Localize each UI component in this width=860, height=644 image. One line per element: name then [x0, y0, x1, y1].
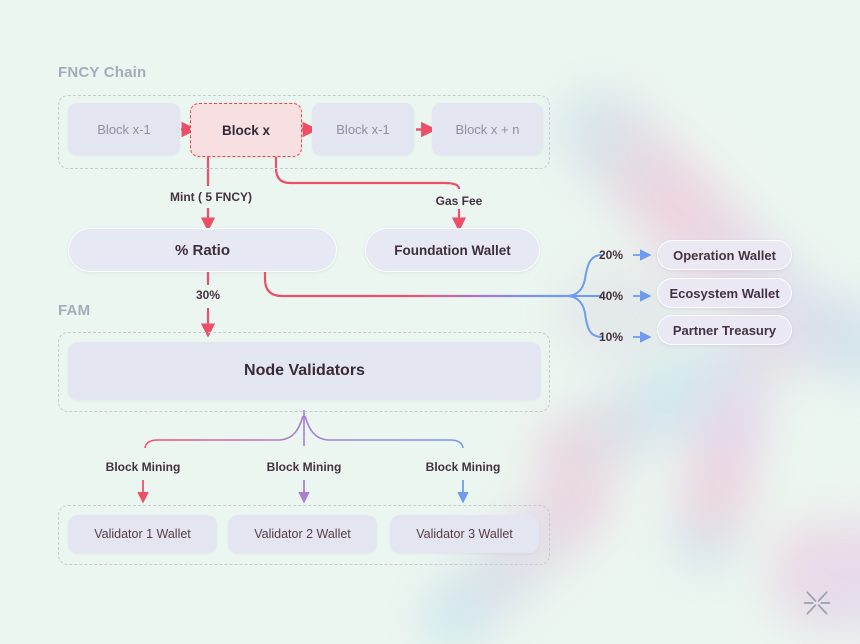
- validator-share-label: 30%: [195, 288, 221, 302]
- ratio-node: % Ratio: [68, 228, 337, 272]
- block-x-minus-1: Block x-1: [68, 103, 180, 155]
- validator-3-wallet-node: Validator 3 Wallet: [390, 515, 539, 553]
- fncy-logo-icon: [803, 591, 831, 615]
- gas-fee-label: Gas Fee: [435, 194, 483, 208]
- distribution-percent-40: 40%: [598, 289, 624, 303]
- validators-container: [58, 505, 550, 565]
- validator-2-wallet-node: Validator 2 Wallet: [228, 515, 377, 553]
- block-x-plus-n: Block x + n: [432, 103, 543, 155]
- distribution-percent-20: 20%: [598, 248, 624, 262]
- block-mining-label-2: Block Mining: [266, 460, 342, 474]
- node-validators-node: Node Validators: [68, 342, 541, 400]
- mint-label: Mint ( 5 FNCY): [170, 190, 252, 204]
- fam-section-title: FAM: [58, 302, 91, 319]
- block-mining-label-1: Block Mining: [105, 460, 181, 474]
- distribution-percent-10: 10%: [598, 330, 624, 344]
- partner-treasury-node: Partner Treasury: [657, 315, 792, 345]
- foundation-wallet-node: Foundation Wallet: [365, 228, 540, 272]
- block-mining-label-3: Block Mining: [425, 460, 501, 474]
- fam-container: [58, 332, 550, 412]
- chain-section-title: FNCY Chain: [58, 64, 147, 81]
- operation-wallet-node: Operation Wallet: [657, 240, 792, 270]
- block-x-minus-1-next: Block x-1: [312, 103, 414, 155]
- chain-container: [58, 95, 550, 169]
- validator-1-wallet-node: Validator 1 Wallet: [68, 515, 217, 553]
- blur-arm: [770, 520, 860, 630]
- block-x-current: Block x: [190, 103, 302, 157]
- ecosystem-wallet-node: Ecosystem Wallet: [657, 278, 792, 308]
